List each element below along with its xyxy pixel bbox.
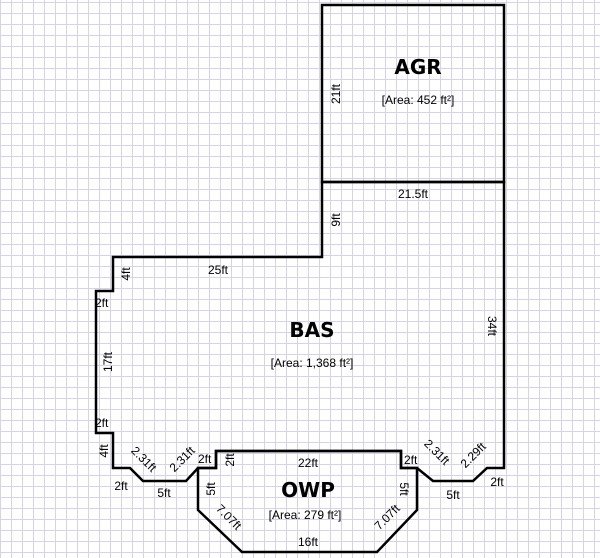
dim-label: 2ft: [95, 416, 109, 430]
dim-label: 4ft: [97, 444, 111, 458]
agr-area: [Area: 452 ft²]: [382, 93, 455, 107]
dim-label: 22ft: [298, 456, 319, 470]
dim-label: 4ft: [119, 267, 133, 281]
dim-label: 16ft: [298, 535, 319, 549]
dim-label: 2ft: [114, 479, 128, 493]
dim-label: 5ft: [397, 482, 411, 496]
owp-name: OWP: [281, 478, 335, 502]
dim-label: 2.31ft: [167, 443, 199, 475]
agr-name: AGR: [394, 55, 441, 79]
dim-label: 17ft: [101, 351, 115, 372]
dim-label: 5ft: [446, 488, 460, 502]
owp-area: [Area: 279 ft²]: [269, 508, 342, 522]
dim-label: 2.29ft: [458, 439, 490, 471]
dim-label: 2ft: [95, 296, 109, 310]
dim-label: 25ft: [208, 263, 229, 277]
dim-label: 2ft: [223, 453, 237, 467]
bas-name: BAS: [289, 318, 334, 342]
owp-outline[interactable]: [196, 449, 419, 554]
bas-area: [Area: 1,368 ft²]: [271, 356, 354, 370]
dim-label: 2ft: [490, 475, 504, 489]
dim-label: 21ft: [329, 83, 343, 104]
dim-label: 21.5ft: [398, 187, 429, 201]
dim-label: 5ft: [157, 486, 171, 500]
dim-label: 5ft: [204, 482, 218, 496]
dim-label: 2ft: [198, 452, 212, 466]
dim-label: 2.31ft: [421, 437, 453, 469]
dim-label: 2ft: [404, 453, 418, 467]
dim-label: 9ft: [329, 213, 343, 227]
dim-label: 34ft: [485, 316, 499, 337]
